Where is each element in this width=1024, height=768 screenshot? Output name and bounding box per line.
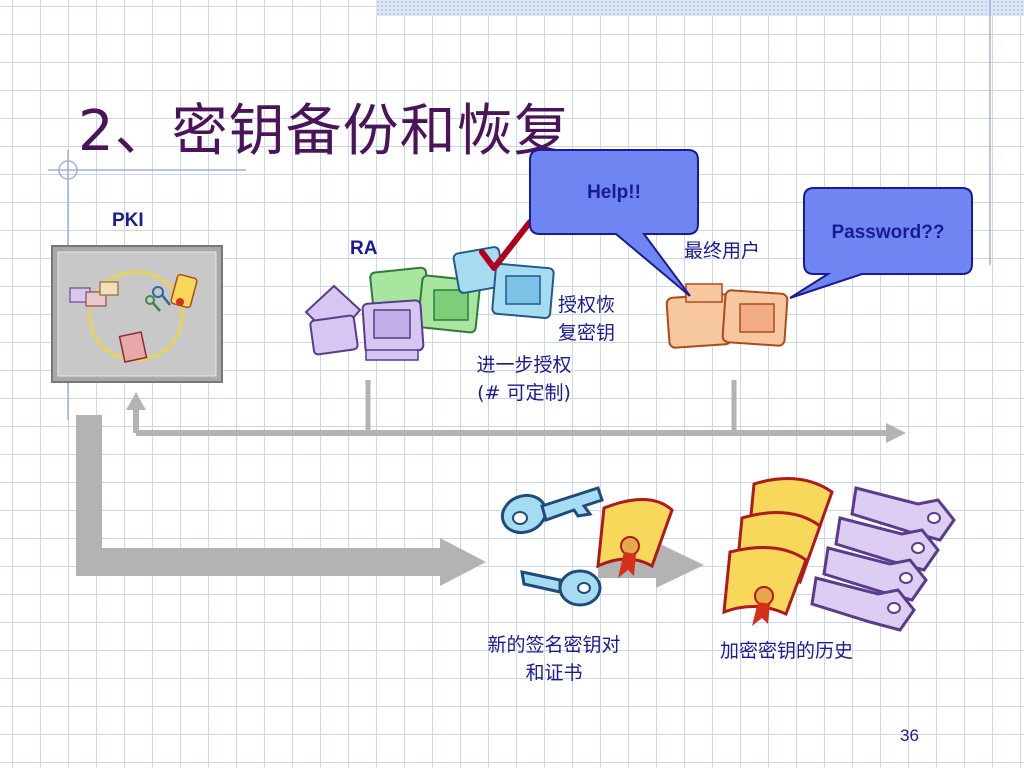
new-key-icon-2 [520,569,602,607]
authorized-recovery-label-line1: 授权恢 [558,294,616,316]
checkmark-icon [479,219,533,271]
user-computer-icon [665,283,789,349]
password-bubble [789,187,973,299]
further-auth-label-line1: 进一步授权 [476,354,572,376]
timeline-arrow [126,380,906,443]
new-keys-label-line1: 新的签名密钥对 [487,634,621,656]
pki-book-icon [118,331,148,363]
key-history-keys-icon [810,486,956,632]
pki-keys-icon [145,286,171,312]
key-history-label: 加密密钥的历史 [720,640,854,662]
new-keys-label-line2: 和证书 [525,662,583,684]
header-band [376,0,1024,16]
key-history-certificates-icon [722,477,834,626]
pki-box [51,245,223,383]
ra-computers-icon [304,246,555,361]
page-number: 36 [900,726,919,745]
password-bubble-text: Password?? [831,222,945,243]
further-auth-label-line2: (# 可定制) [477,382,571,404]
ra-label: RA [350,238,378,259]
slide-title: 2、密钥备份和恢复 [78,99,571,164]
new-key-icon [500,486,604,535]
corner-circle [58,160,78,180]
pki-label: PKI [112,210,144,231]
certificate-scroll-icon [596,498,674,578]
end-user-label: 最终用户 [684,240,761,262]
help-bubble-text: Help!! [587,182,641,203]
help-bubble [529,149,699,297]
authorized-recovery-label-line2: 复密钥 [558,322,616,344]
pki-computers-icon [69,281,119,307]
pki-certificate-icon [170,273,198,309]
